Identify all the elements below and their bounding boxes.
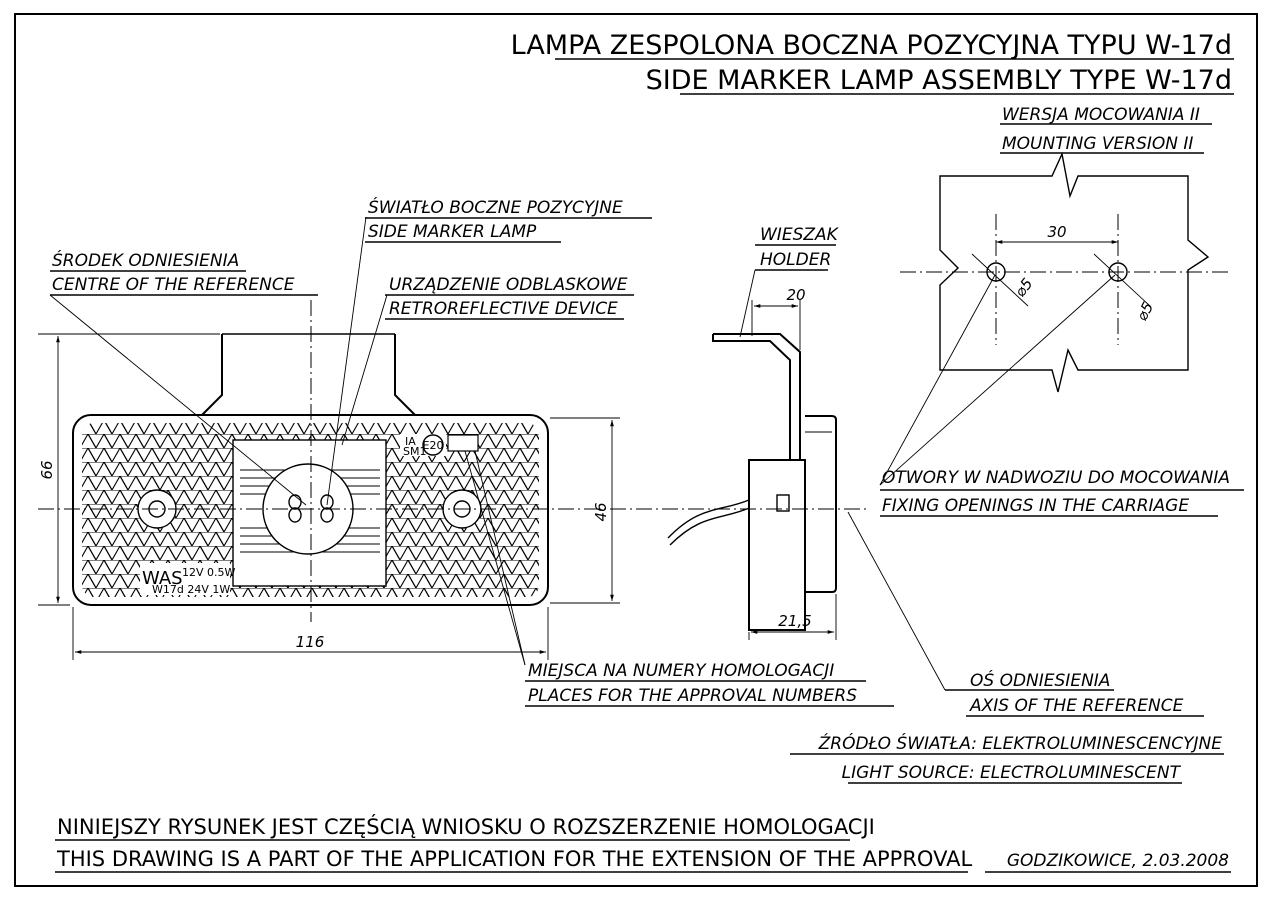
dim-hole-dia-2: ⌀5 (1133, 299, 1158, 324)
dim-inner-height: 46 (592, 502, 610, 521)
label-axis-pl: OŚ ODNIESIENIA (970, 669, 1110, 691)
marking-approval: E20 (423, 439, 444, 452)
label-side-marker-pl: ŚWIATŁO BOCZNE POZYCYJNE (368, 196, 623, 218)
mounting-panel: 30 ⌀5 ⌀5 (900, 151, 1232, 393)
sheet-border (14, 13, 1258, 887)
marking-class-2: SM1 (403, 445, 426, 458)
dim-hole-dia-1: ⌀5 (1011, 275, 1037, 301)
footer-place-date: GODZIKOWICE, 2.03.2008 (1007, 851, 1229, 871)
label-retro-en: RETROREFLECTIVE DEVICE (389, 299, 618, 319)
footer-note-pl: NINIEJSZY RYSUNEK JEST CZĘŚCIĄ WNIOSKU O… (57, 814, 875, 839)
mounting-pl: WERSJA MOCOWANIA II (1002, 105, 1200, 125)
label-holder-en: HOLDER (760, 250, 831, 270)
label-approval-en: PLACES FOR THE APPROVAL NUMBERS (528, 686, 857, 706)
dim-depth: 21,5 (778, 612, 811, 630)
dim-hole-spacing: 30 (1047, 223, 1066, 241)
lamp-side-view (667, 333, 837, 631)
title-pl: LAMPA ZESPOLONA BOCZNA POZYCYJNA TYPU W-… (511, 30, 1232, 61)
marking-rating-1: 12V 0.5W (182, 566, 236, 579)
label-fixing-pl: OTWORY W NADWOZIU DO MOCOWANIA (882, 468, 1230, 488)
marking-class: IA (405, 435, 416, 448)
dim-width: 116 (296, 633, 325, 651)
dim-height: 66 (38, 460, 56, 479)
label-fixing-en: FIXING OPENINGS IN THE CARRIAGE (882, 496, 1189, 516)
lamp-front-view: WAS 12V 0.5W W17d 24V 1W IA SM1 E20 (72, 333, 549, 606)
label-source-pl: ŹRÓDŁO ŚWIATŁA: ELEKTROLUMINESCENCYJNE (818, 732, 1223, 754)
title-en: SIDE MARKER LAMP ASSEMBLY TYPE W-17d (646, 65, 1232, 96)
dim-holder-width: 20 (786, 286, 805, 304)
label-approval-pl: MIEJSCA NA NUMERY HOMOLOGACJI (528, 661, 834, 681)
label-centre-pl: ŚRODEK ODNIESIENIA (52, 249, 239, 271)
label-centre-en: CENTRE OF THE REFERENCE (52, 275, 295, 295)
label-source-en: LIGHT SOURCE: ELECTROLUMINESCENT (842, 763, 1182, 783)
marking-brand: WAS (142, 568, 183, 589)
marking-rating-2: W17d 24V 1W (152, 583, 230, 596)
label-holder-pl: WIESZAK (760, 225, 840, 245)
label-side-marker-en: SIDE MARKER LAMP (368, 222, 537, 242)
label-retro-pl: URZĄDZENIE ODBLASKOWE (389, 275, 628, 295)
footer-note-en: THIS DRAWING IS A PART OF THE APPLICATIO… (56, 847, 972, 871)
mounting-en: MOUNTING VERSION II (1002, 134, 1193, 154)
label-axis-en: AXIS OF THE REFERENCE (969, 696, 1184, 716)
